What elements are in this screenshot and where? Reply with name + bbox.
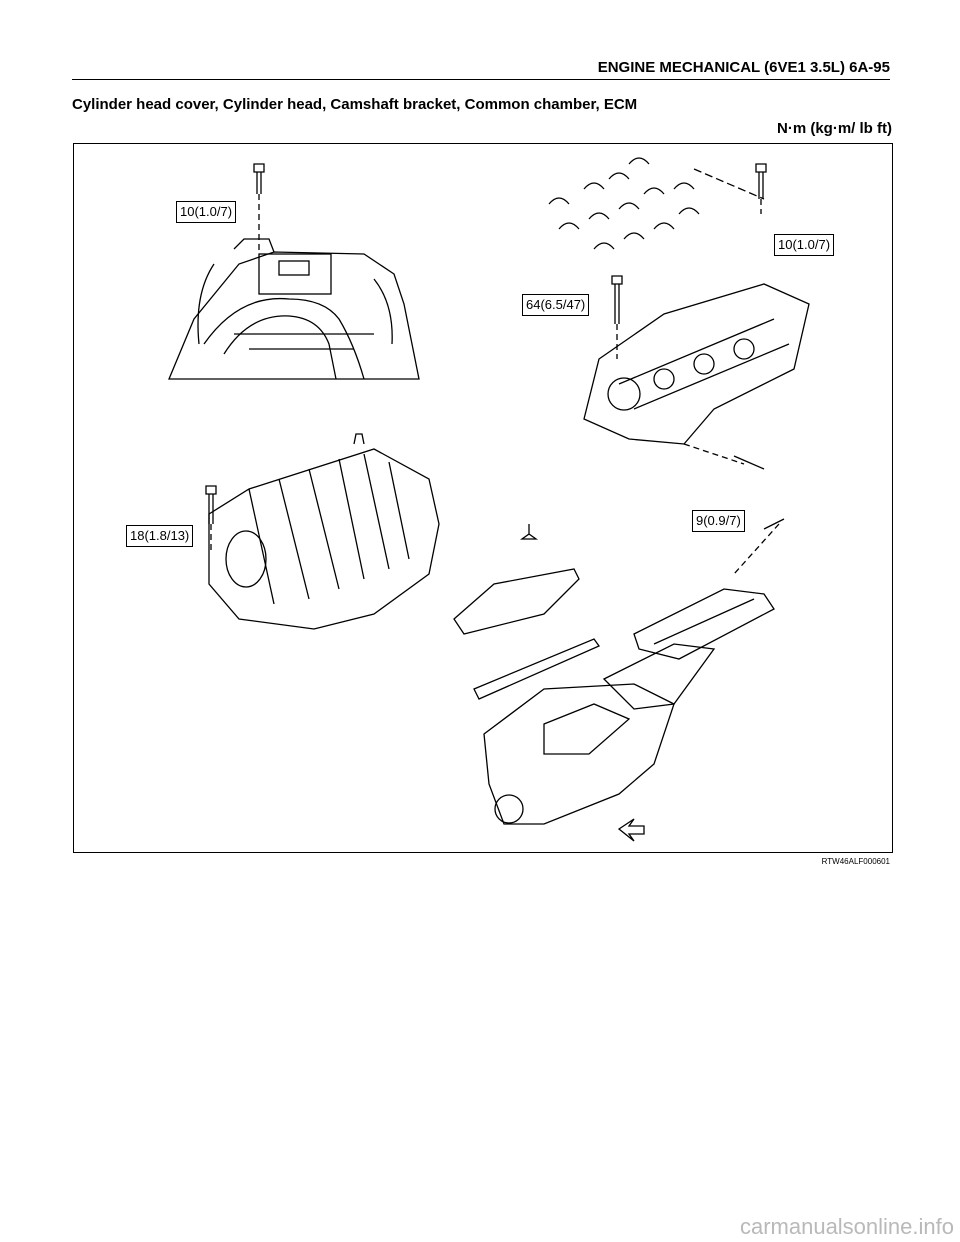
camshaft-bracket-bolt-icon	[755, 163, 767, 214]
watermark: carmanualsonline.info	[739, 1214, 954, 1239]
camshaft-bracket-illustration	[548, 157, 765, 250]
ecm-engine-illustration	[168, 238, 420, 380]
camshaft-bracket-bolt-torque-label: 10(1.0/7)	[774, 234, 835, 256]
cylinder-head-bolt-torque-label: 64(6.5/47)	[522, 294, 590, 316]
figure-code: RTW46ALF000601	[821, 857, 890, 866]
ecm-bolt-icon	[253, 163, 265, 254]
engine-block-illustration	[483, 683, 675, 842]
common-chamber-illustration	[208, 433, 440, 630]
common-chamber-bolt-icon	[205, 485, 217, 554]
head-cover-right-illustration	[602, 518, 785, 710]
common-chamber-bolt-torque-label: 18(1.8/13)	[126, 525, 194, 547]
section-title: Cylinder head cover, Cylinder head, Cams…	[72, 96, 638, 113]
page-header-title: ENGINE MECHANICAL (6VE1 3.5L) 6A-95	[597, 59, 890, 76]
cylinder-head-illustration	[583, 283, 810, 470]
cylinder-head-bolt-icon	[611, 275, 623, 359]
exploded-view-drawing	[168, 157, 810, 842]
ecm-bolt-torque-label: 10(1.0/7)	[176, 201, 237, 223]
torque-units: N·m (kg·m/ lb ft)	[777, 120, 892, 137]
head-cover-left-illustration	[453, 524, 600, 700]
head-cover-bolt-torque-label: 9(0.9/7)	[692, 510, 745, 532]
page-header: ENGINE MECHANICAL (6VE1 3.5L) 6A-95	[72, 57, 890, 80]
exploded-view-figure: 10(1.0/7) 10(1.0/7) 64(6.5/47) 18(1.8/13…	[73, 143, 893, 853]
